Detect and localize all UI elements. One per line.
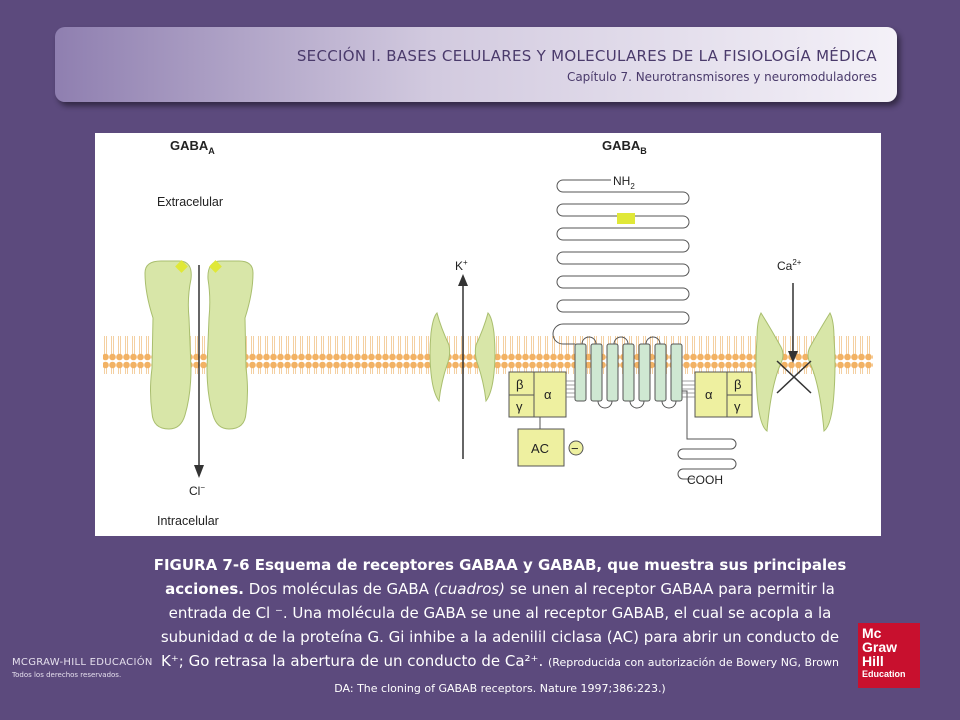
rights-notice: Todos los derechos reservados. xyxy=(12,671,122,679)
alpha-label: α xyxy=(544,387,552,402)
alpha-label: α xyxy=(705,387,713,402)
caption-italic: (cuadros) xyxy=(433,580,506,598)
k-arrowhead xyxy=(458,274,468,286)
caption-title: FIGURA 7-6 Esquema de receptores GABAA y… xyxy=(153,556,847,598)
cl-arrowhead xyxy=(194,465,204,478)
gamma-label: γ xyxy=(516,399,523,414)
g-protein-link-lines xyxy=(566,380,575,398)
g-protein-link-lines xyxy=(682,380,695,398)
cooh-label: COOH xyxy=(687,473,723,487)
caption-citation: (Reproducida con autorización de Bowery … xyxy=(334,656,839,695)
publisher-name: MCGRAW-HILL EDUCACIÓN xyxy=(12,657,153,668)
mcgraw-hill-logo: Mc Graw Hill Education xyxy=(858,623,920,688)
gabab-label: GABAB xyxy=(602,138,647,156)
section-header: SECCIÓN I. BASES CELULARES Y MOLECULARES… xyxy=(55,27,897,102)
gaba-ligand-square xyxy=(175,260,188,273)
caption-text: Dos moléculas de GABA xyxy=(244,580,434,598)
g-protein-right xyxy=(694,371,753,418)
inhibition-minus-label: − xyxy=(571,441,579,456)
section-title: SECCIÓN I. BASES CELULARES Y MOLECULARES… xyxy=(296,47,877,65)
k-channel-right xyxy=(474,312,496,403)
gabaa-label: GABAA xyxy=(170,138,215,156)
gabab-n-terminal xyxy=(552,179,690,345)
figure-caption: FIGURA 7-6 Esquema de receptores GABAA y… xyxy=(150,553,850,701)
gabab-c-terminal xyxy=(677,390,737,480)
gabaa-subunit-left xyxy=(144,260,192,430)
ca-arrowhead xyxy=(788,351,798,363)
gabaa-subunit-right xyxy=(206,260,254,430)
ac-label: AC xyxy=(531,441,549,456)
gabab-transmembrane-helices xyxy=(574,343,683,402)
extracellular-label: Extracelular xyxy=(157,195,223,209)
ca-channel-left xyxy=(755,311,784,432)
gamma-label: γ xyxy=(734,399,741,414)
publisher-credit: MCGRAW-HILL EDUCACIÓN Todos los derechos… xyxy=(12,657,153,679)
gabab-loops xyxy=(581,336,677,409)
ca-label: Ca2+ xyxy=(777,258,802,273)
gaba-ligand-square xyxy=(209,260,222,273)
ca-block-cross xyxy=(776,360,812,394)
g-protein-left xyxy=(508,371,567,418)
chapter-title: Capítulo 7. Neurotransmisores y neuromod… xyxy=(566,70,877,84)
ca-channel-right xyxy=(807,311,836,432)
k-channel-left xyxy=(429,312,451,403)
cl-label: Cl− xyxy=(189,483,205,498)
intracellular-label: Intracelular xyxy=(157,514,219,528)
adenylyl-cyclase-box xyxy=(517,428,565,467)
caption-text: se unen al receptor GABAA para permitir … xyxy=(160,580,840,670)
inhibition-minus-icon xyxy=(568,440,584,456)
k-label: K+ xyxy=(455,258,468,273)
gaba-receptor-figure: GABAA GABAB Extracelular Intracelular Cl… xyxy=(95,133,881,536)
gaba-ligand-square xyxy=(617,213,635,224)
nh2-label: NH2 xyxy=(613,174,635,191)
beta-label: β xyxy=(516,377,523,392)
beta-label: β xyxy=(734,377,741,392)
